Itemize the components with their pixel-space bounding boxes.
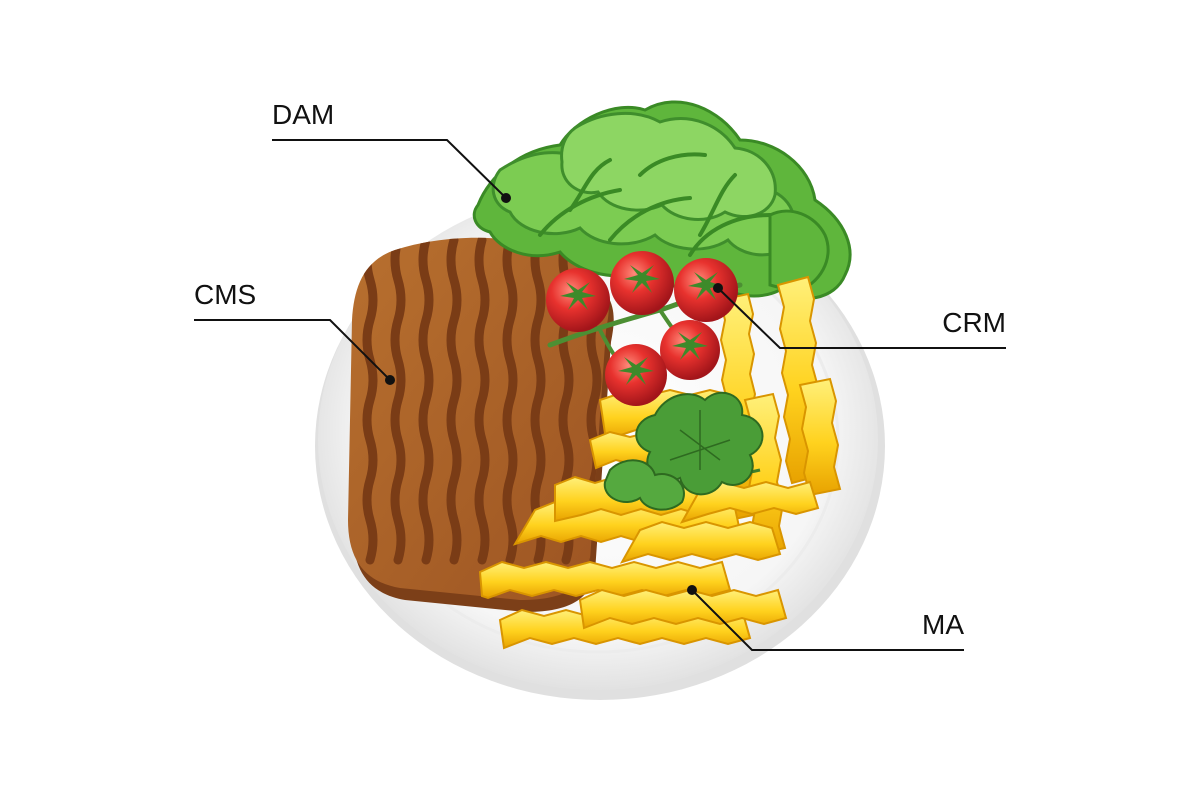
- label-ma: MA: [922, 609, 964, 640]
- callout-cms: CMS: [194, 279, 395, 385]
- callout-dam: DAM: [272, 99, 511, 203]
- lettuce-icon: [472, 100, 852, 300]
- leader-line-ma: [691, 589, 964, 651]
- anchor-dot-dam: [501, 193, 511, 203]
- leader-line-dam: [272, 139, 507, 199]
- parsley-icon: [603, 391, 764, 511]
- label-dam: DAM: [272, 99, 334, 130]
- label-crm: CRM: [942, 307, 1006, 338]
- leader-line-cms: [194, 319, 391, 381]
- leader-line-crm: [717, 287, 1006, 349]
- anchor-dot-cms: [385, 375, 395, 385]
- anchor-dot-ma: [687, 585, 697, 595]
- callout-crm: CRM: [713, 283, 1006, 349]
- label-cms: CMS: [194, 279, 256, 310]
- callout-ma: MA: [687, 585, 964, 651]
- anchor-dot-crm: [713, 283, 723, 293]
